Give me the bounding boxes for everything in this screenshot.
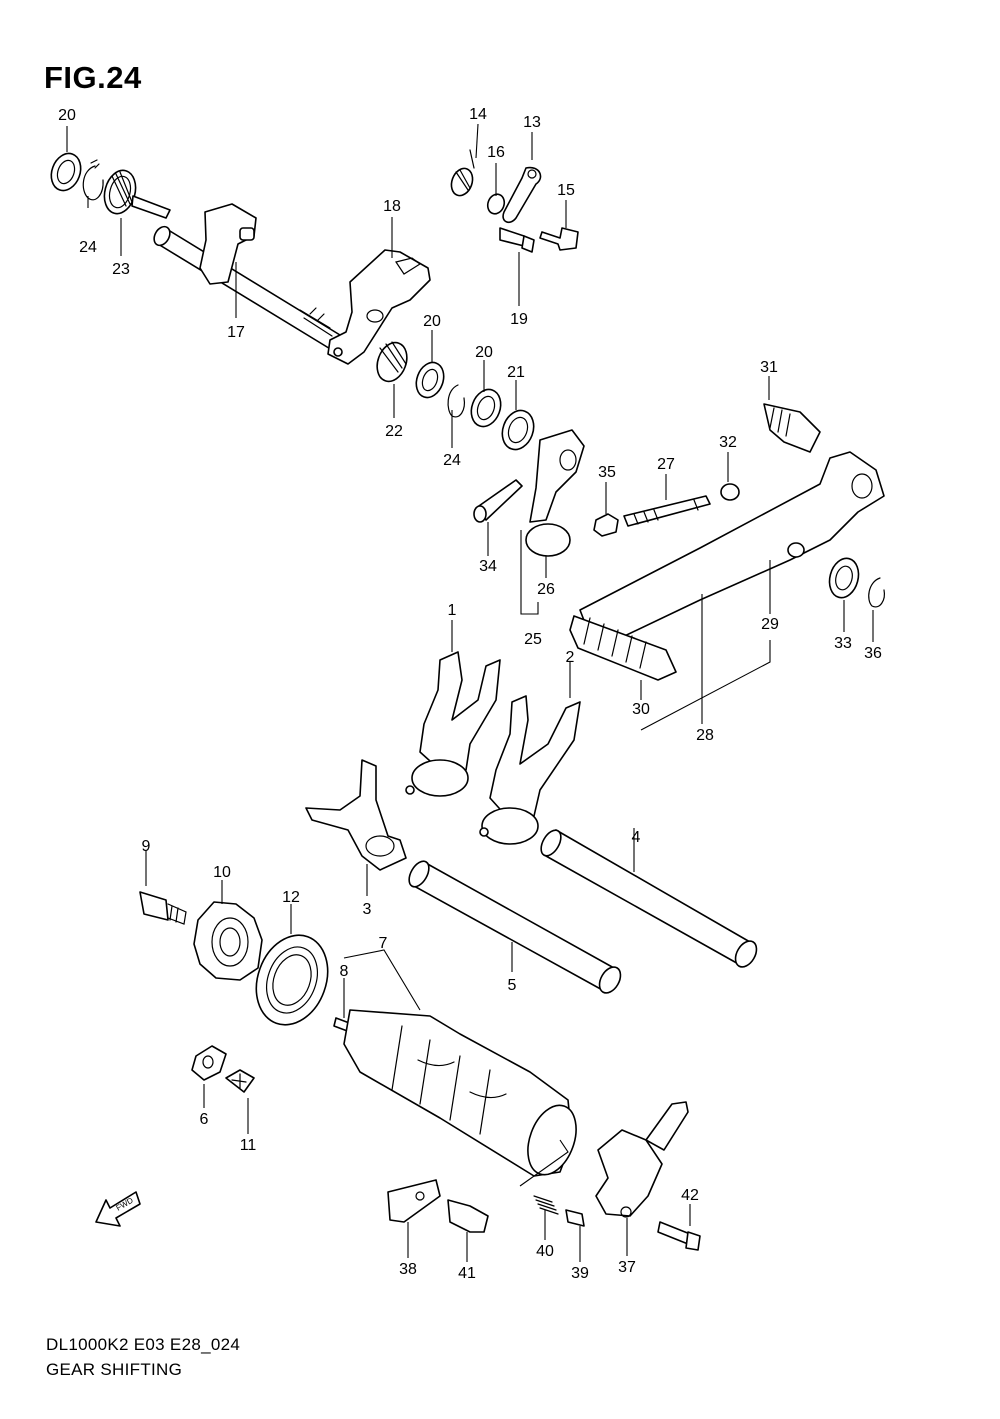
callout-label: 21 <box>507 364 525 381</box>
part-26-lever-link <box>525 429 585 557</box>
callout-label: 27 <box>657 456 675 473</box>
part-1-shift-fork <box>405 651 501 797</box>
part-7-gearshift-cam <box>343 1009 577 1177</box>
callout-label: 18 <box>383 198 401 215</box>
part-15-bolt <box>539 227 579 251</box>
part-31-pivot-bolt <box>763 403 821 453</box>
part-38-plate <box>387 1179 441 1223</box>
part-40-spring <box>533 1195 559 1215</box>
callout-label: 42 <box>681 1187 699 1204</box>
callout-label: 40 <box>536 1243 554 1260</box>
part-17-shift-shaft <box>153 203 341 351</box>
callout-label: 22 <box>385 423 403 440</box>
callout-label: 20 <box>423 313 441 330</box>
leader-lines <box>66 123 874 1262</box>
callout-label: 14 <box>469 106 487 123</box>
part-9-pin <box>139 891 187 925</box>
part-41-pin <box>447 1199 489 1233</box>
callout-label: 30 <box>632 701 650 718</box>
callout-label: 19 <box>510 311 528 328</box>
part-12-bearing <box>255 934 329 1026</box>
callout-label: 20 <box>475 344 493 361</box>
part-13-link <box>502 166 542 224</box>
callout-label: 33 <box>834 635 852 652</box>
part-20-washer-top <box>50 152 82 192</box>
part-18-shift-arm <box>327 249 431 365</box>
part-33-washer <box>828 557 860 599</box>
callout-label: 6 <box>200 1111 209 1128</box>
part-42-bolt <box>657 1221 701 1251</box>
part-20-washer-mid2 <box>470 388 502 428</box>
callout-label: 31 <box>760 359 778 376</box>
callout-label: 34 <box>479 558 497 575</box>
callout-label: 38 <box>399 1261 417 1278</box>
callout-label: 12 <box>282 889 300 906</box>
part-20-washer-mid1 <box>415 361 445 399</box>
callout-label: 24 <box>443 452 461 469</box>
part-6-retainer <box>191 1045 227 1081</box>
callout-label: 26 <box>537 581 555 598</box>
callout-label: 15 <box>557 182 575 199</box>
callout-label: 36 <box>864 645 882 662</box>
part-32-nut <box>720 483 740 501</box>
part-24-circlip-top <box>82 159 104 201</box>
callout-label: 5 <box>508 977 517 994</box>
part-3-shift-fork <box>305 759 407 871</box>
callout-label: 28 <box>696 727 714 744</box>
part-30-pedal-rubber <box>569 615 677 681</box>
callout-label: 11 <box>240 1137 257 1154</box>
callout-label: 8 <box>340 963 349 980</box>
callout-label: 9 <box>142 838 151 855</box>
part-39-pin <box>565 1209 585 1227</box>
callout-label: 10 <box>213 864 231 881</box>
part-23-spring <box>103 169 171 219</box>
part-21-oil-seal <box>501 409 535 451</box>
callout-label: 4 <box>632 829 641 846</box>
callout-label: 25 <box>524 631 542 648</box>
part-5-fork-shaft <box>408 860 622 994</box>
callout-label: 1 <box>448 602 457 619</box>
fwd-arrow-icon: FWD <box>95 1191 141 1227</box>
callout-label: 13 <box>523 114 541 131</box>
callout-label: 23 <box>112 261 130 278</box>
callout-label: 2 <box>566 649 575 666</box>
part-4-fork-shaft <box>540 829 758 968</box>
part-10-cam-stopper-plate <box>193 901 263 981</box>
part-22-spring <box>376 341 408 383</box>
diagram-caption: GEAR SHIFTING <box>46 1360 183 1379</box>
part-35-nut <box>593 513 619 537</box>
callout-label: 29 <box>761 616 779 633</box>
part-24-circlip-mid <box>447 384 465 418</box>
part-2-shift-fork <box>479 695 581 845</box>
diagram-code: DL1000K2 E03 E28_024 <box>46 1335 241 1354</box>
part-11-screw <box>225 1069 255 1093</box>
part-34-bolt <box>473 479 523 523</box>
part-16-ring <box>486 193 506 215</box>
part-28-shift-lever <box>579 451 885 641</box>
callout-label: 41 <box>458 1265 476 1282</box>
part-19-pin <box>499 227 535 253</box>
callout-label: 39 <box>571 1265 589 1282</box>
figure-title: FIG.24 <box>44 60 142 95</box>
callout-label: 32 <box>719 434 737 451</box>
part-36-circlip <box>868 577 885 608</box>
part-27-rod <box>623 495 711 527</box>
callout-label: 16 <box>487 144 505 161</box>
callout-label: 7 <box>379 935 388 952</box>
callout-label: 3 <box>363 901 372 918</box>
callout-label: 37 <box>618 1259 636 1276</box>
part-37-cam-stopper <box>595 1101 689 1218</box>
callout-label: 35 <box>598 464 616 481</box>
callout-label: 24 <box>79 239 97 256</box>
part-14-spring <box>450 149 475 197</box>
callout-label: 17 <box>227 324 245 341</box>
callout-labels: 1 2 3 4 5 6 7 8 9 10 11 12 13 14 15 16 1… <box>58 106 882 1282</box>
callout-label: 20 <box>58 107 76 124</box>
